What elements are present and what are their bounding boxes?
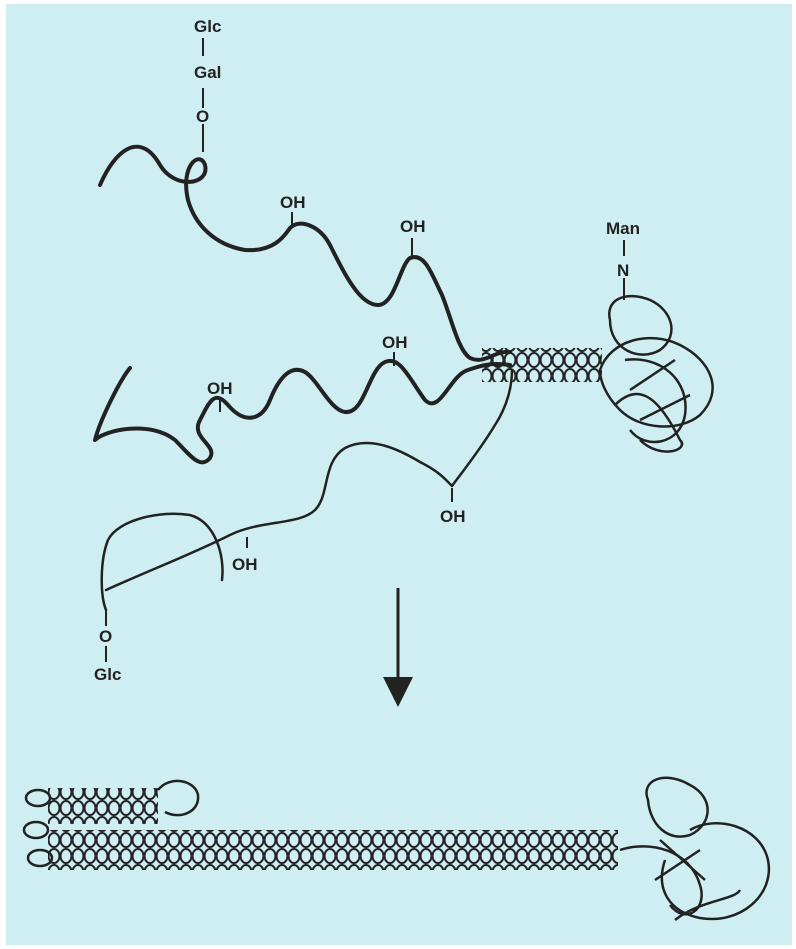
n-terminal-short-helix	[48, 788, 158, 824]
short-triple-helix	[482, 348, 602, 382]
label-glc-top: Glc	[194, 17, 221, 36]
label-oh-1: OH	[280, 193, 306, 212]
label-o-bottom: O	[99, 627, 112, 646]
long-triple-helix	[48, 830, 618, 870]
label-n: N	[617, 261, 629, 280]
label-oh-4: OH	[382, 333, 408, 352]
label-glc-bottom: Glc	[94, 665, 121, 684]
assembled-procollagen	[24, 778, 769, 920]
label-o-top: O	[196, 107, 209, 126]
label-gal: Gal	[194, 63, 221, 82]
top-glycosylated-chain	[100, 147, 510, 360]
label-oh-2: OH	[400, 217, 426, 236]
label-oh-5: OH	[232, 555, 258, 574]
label-man: Man	[606, 219, 640, 238]
label-oh-3: OH	[207, 379, 233, 398]
c-terminal-globule-bottom	[620, 778, 769, 920]
c-terminal-globule-top	[600, 296, 713, 451]
label-oh-6: OH	[440, 507, 466, 526]
lower-glycosylated-chain	[102, 370, 512, 610]
middle-chain	[95, 361, 510, 463]
